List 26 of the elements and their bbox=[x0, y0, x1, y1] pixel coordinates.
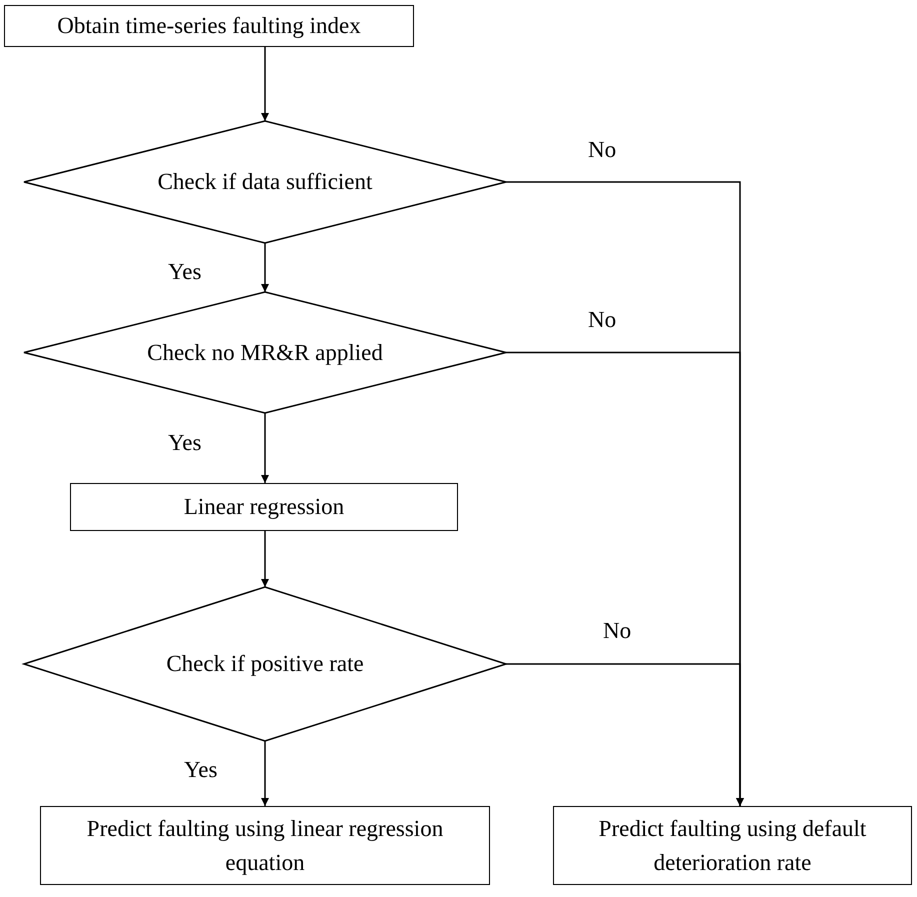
node-text: Predict faulting using linear regression equation bbox=[86, 815, 444, 877]
edge-label: Yes bbox=[168, 431, 202, 454]
decision-diamond bbox=[24, 121, 506, 243]
process-box bbox=[553, 806, 912, 885]
process-box bbox=[4, 5, 414, 47]
arrow bbox=[261, 531, 269, 587]
node-text: Linear regression bbox=[182, 493, 346, 522]
decision-diamond bbox=[24, 292, 506, 413]
process-box bbox=[40, 806, 490, 885]
edge-label: Yes bbox=[184, 758, 218, 781]
arrow bbox=[261, 413, 269, 483]
arrow bbox=[261, 47, 269, 121]
process-box bbox=[70, 483, 458, 531]
edge-label: No bbox=[588, 138, 616, 161]
node-text: Check if data sufficient bbox=[156, 168, 374, 196]
node-text: Check if positive rate bbox=[165, 650, 365, 678]
node-text: Predict faulting using default deterioration rate bbox=[598, 815, 868, 876]
node-text: Check no MR&R applied bbox=[146, 338, 384, 367]
node-text: Obtain time-series faulting index bbox=[56, 12, 362, 40]
edge-label: No bbox=[603, 619, 632, 642]
arrow bbox=[261, 741, 269, 806]
arrow bbox=[261, 243, 269, 292]
edge-label: Yes bbox=[168, 260, 202, 283]
decision-diamond bbox=[24, 587, 506, 741]
arrow bbox=[506, 663, 744, 806]
edge-label: No bbox=[588, 308, 616, 331]
